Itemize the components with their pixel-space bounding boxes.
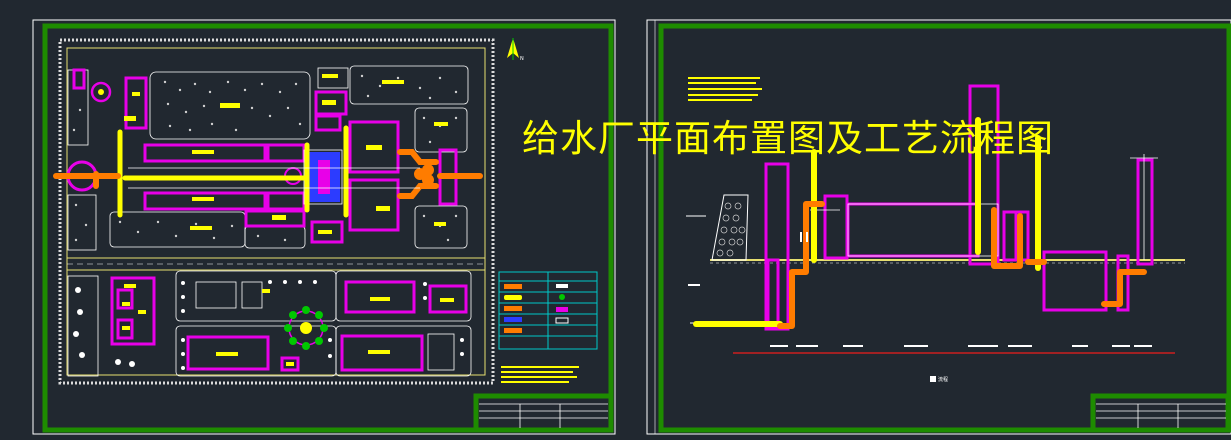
notes-yellow <box>501 366 579 383</box>
legend-table <box>498 271 598 350</box>
profile-notes <box>688 77 762 101</box>
tree-icon-cluster <box>73 280 464 370</box>
left-title-block <box>473 393 614 433</box>
admin-outlines <box>67 270 472 377</box>
admin-labels <box>122 284 454 366</box>
section-label: 流程 <box>938 377 949 383</box>
building-labels <box>124 74 448 234</box>
process-pipes-orange <box>53 149 483 199</box>
process-buildings <box>72 68 458 244</box>
level-marks <box>688 232 936 382</box>
right-sheet-green-frame <box>658 23 1231 433</box>
north-label: N <box>520 56 524 62</box>
elevation-marks <box>770 345 1152 347</box>
process-pipes-yellow <box>117 125 349 218</box>
rock-embankment <box>711 194 749 261</box>
left-sheet-outer-border <box>32 19 616 435</box>
inner-road-loop <box>66 47 486 376</box>
plaza-fountain <box>284 306 328 350</box>
filter-block-inner <box>318 160 330 194</box>
site-boundary <box>58 38 495 385</box>
right-sheet-outer-border <box>646 19 1231 435</box>
right-sheet <box>646 19 1231 435</box>
profile-pipes-orange <box>777 201 1147 329</box>
north-arrow-icon <box>507 38 519 60</box>
admin-buildings <box>110 276 468 372</box>
left-sheet-green-frame <box>42 23 614 433</box>
drawing-title: 给水厂平面布置图及工艺流程图 <box>522 117 1054 160</box>
rock-texture <box>716 202 746 257</box>
tree-stipple <box>72 74 458 242</box>
structure-thin <box>810 154 1158 260</box>
left-sheet <box>32 19 616 435</box>
right-title-block <box>1090 393 1231 433</box>
roundabout-icon <box>90 81 112 103</box>
